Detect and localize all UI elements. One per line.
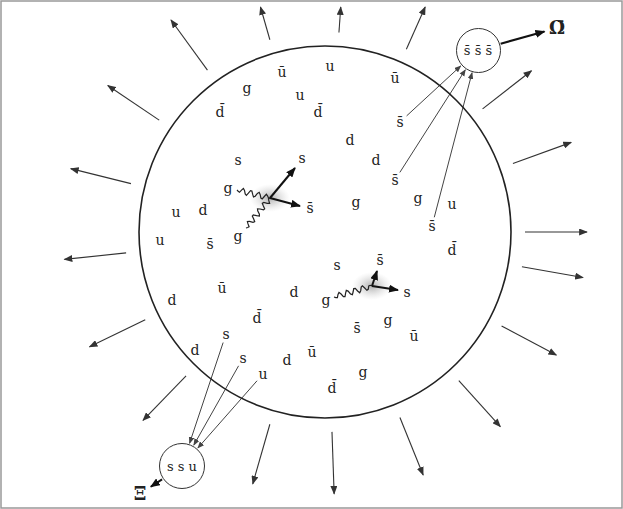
particle-name: Ξ (134, 485, 147, 503)
quark-label: d̄ (328, 381, 337, 395)
quark-label: s̄ (206, 237, 213, 251)
quark-label: u (325, 59, 334, 73)
quark-label: u (155, 233, 164, 247)
quark-label: d̄ (253, 311, 262, 325)
quark-label: ū (217, 281, 226, 295)
plasma-fireball: uūūgud̄d̄s̄dssdgds̄gs̄ggus̄d̄us̄ūdss̄… (138, 45, 512, 419)
quark-label: u (447, 197, 456, 211)
quark-label: d (168, 293, 177, 307)
quark-label: u (258, 367, 267, 381)
coalescence-line (407, 66, 461, 116)
vertex-glows (250, 184, 392, 300)
quark-content: s̄ s̄ s̄ (464, 43, 492, 58)
quark-label: s̄ (396, 115, 403, 129)
coalescence-line (400, 70, 466, 173)
expansion-arrow (513, 142, 571, 163)
quark-label: d̄ (314, 105, 323, 119)
expansion-arrow (108, 85, 159, 120)
quark-track (372, 286, 398, 290)
fireball-circle (139, 46, 511, 418)
quark-label: s (298, 151, 305, 165)
gluon-processes (237, 168, 398, 298)
gluon-line (246, 198, 270, 228)
coalescence-line (194, 366, 239, 445)
quark-label: d̄ (216, 105, 225, 119)
expansion-arrow (64, 253, 126, 259)
quark-label: s̄ (353, 321, 360, 335)
quark-label: d (290, 285, 299, 299)
quark-content: s s u (167, 459, 197, 474)
quark-label: s (234, 153, 241, 167)
quark-label: s̄ (391, 173, 398, 187)
quark-label: s (239, 351, 246, 365)
expansion-arrow (406, 7, 425, 49)
quark-label: g (352, 195, 361, 209)
quark-label: ū (390, 71, 399, 85)
expansion-arrow (339, 7, 341, 32)
expansion-arrow (253, 424, 270, 484)
quark-label: s̄ (428, 219, 435, 233)
particle-name: Ω̄ (549, 19, 565, 37)
quark-label: d (191, 343, 200, 357)
quark-label: g (224, 181, 233, 195)
quark-label: g (359, 365, 368, 379)
expansion-arrow (522, 267, 583, 278)
expansion-arrow (525, 231, 587, 232)
quark-label: s (333, 258, 340, 272)
quark-label: s (222, 327, 229, 341)
expansion-arrow (71, 169, 131, 184)
quark-label: ū (277, 65, 286, 79)
quark-label: g (384, 313, 393, 327)
hadron-circle: s̄ s̄ s̄ (456, 28, 501, 73)
quark-label: ū (307, 345, 316, 359)
quark-label: ū (409, 329, 418, 343)
quark-label: g (234, 229, 243, 243)
quark-label: s̄ (376, 253, 383, 267)
coalescence-line (190, 343, 224, 444)
quark-label: d̄ (448, 243, 457, 257)
coalescence-lines (151, 31, 545, 486)
expansion-arrow (171, 20, 207, 70)
quark-label: d (372, 153, 381, 167)
quark-label: u (295, 88, 304, 102)
gluon-line (334, 285, 372, 297)
quark-label: g (322, 293, 331, 307)
emission-arrow (501, 31, 545, 43)
expansion-arrow (400, 417, 423, 474)
emission-arrow (151, 479, 162, 486)
coalescence-line (434, 73, 472, 218)
quark-track (270, 198, 300, 206)
quark-label: s (403, 285, 410, 299)
quark-label: s̄ (306, 201, 313, 215)
quark-track (372, 271, 377, 286)
expansion-arrow (483, 71, 532, 109)
expansion-arrow (502, 326, 557, 355)
quark-track (270, 168, 295, 198)
quark-label: g (414, 191, 423, 205)
quark-label: d (283, 353, 292, 367)
gluon-line (237, 189, 270, 199)
hadron-circle: s s u (159, 443, 205, 489)
expansion-arrow (459, 381, 500, 427)
fireball-outline (138, 45, 512, 419)
expansion-arrow (90, 320, 146, 347)
quark-label: d (199, 203, 208, 217)
expansion-arrow (260, 7, 269, 40)
quark-label: u (171, 205, 180, 219)
quark-label: d (346, 133, 355, 147)
expansion-arrow (143, 376, 186, 421)
expansion-arrow (332, 432, 334, 494)
quark-label: g (243, 81, 252, 95)
expansion-arrows (64, 7, 587, 494)
